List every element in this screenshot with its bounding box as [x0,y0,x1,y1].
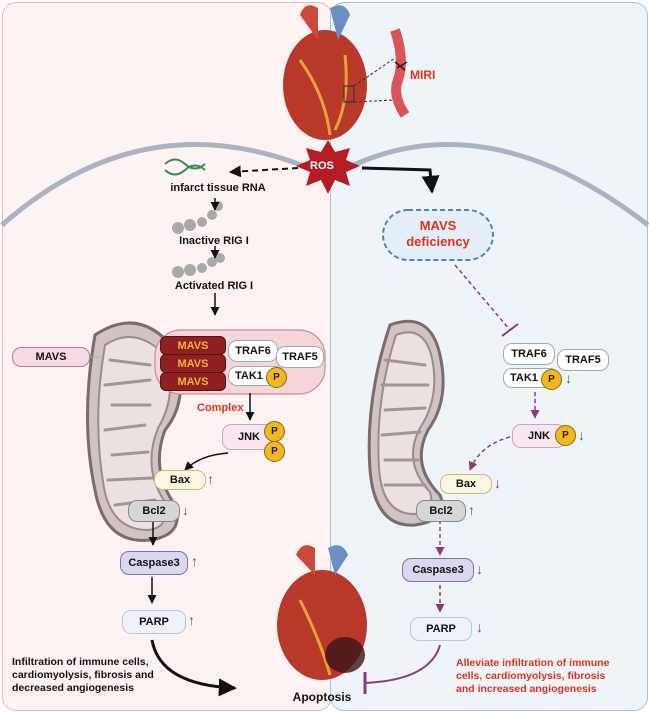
membrane-arc-right [331,142,649,227]
mavs-deficiency-label: MAVS deficiency [406,218,470,249]
caspase3-right: Caspase3 [402,558,474,582]
bcl2-left: Bcl2 [128,500,180,522]
caspase3-right-down-arrow: ↓ [476,561,483,577]
membrane-arc-left [0,142,327,227]
vessel-occlusion-icon [390,28,410,118]
right-outcome-text: Alleviate infiltration of immune cells, … [456,657,610,695]
bcl2-right: Bcl2 [416,500,466,522]
inactive-rig-label: Inactive RIG I [179,235,249,247]
mavs-deficiency-bubble [382,209,494,261]
activated-rig-icon [172,253,225,278]
traf5-left: TRAF5 [276,346,324,368]
ros-burst-icon [296,140,360,194]
miri-label: MIRI [410,68,436,82]
phospho-tak1-right: P [541,369,562,390]
traf6-left: TRAF6 [228,340,278,362]
left-outcome-text: Infiltration of immune cells, cardiomyol… [12,656,154,694]
tak1-right-down-arrow: ↓ [565,370,572,386]
phospho-jnk-right: P [555,425,576,446]
phospho-jnk-left-2: P [264,441,285,462]
mavs-aggregate-3: MAVS [160,372,226,391]
mavs-aggregate-2: MAVS [160,354,226,373]
mavs-aggregate-1: MAVS [160,336,226,355]
caspase3-left: Caspase3 [120,551,188,575]
jnk-right-down-arrow: ↓ [578,427,585,443]
bax-left-up-arrow: ↑ [207,471,214,487]
activated-rig-label: Activated RIG I [174,280,254,292]
ros-label: ROS [310,160,334,172]
bax-right: Bax [440,474,492,494]
apoptosis-label: Apoptosis [292,690,352,704]
parp-left: PARP [122,610,186,634]
parp-right-down-arrow: ↓ [476,619,483,635]
phospho-tak1-left: P [266,367,287,388]
parp-right: PARP [410,617,472,641]
bax-left: Bax [154,470,206,490]
bcl2-left-down-arrow: ↓ [182,502,189,518]
complex-label: Complex [197,402,244,414]
parp-left-up-arrow: ↑ [188,612,195,628]
inactive-rig-icon [172,201,223,234]
traf6-right: TRAF6 [503,343,555,365]
rna-helix-icon [164,158,206,176]
traf5-right: TRAF5 [557,349,609,371]
mavs-outer-membrane-pill: MAVS [12,347,90,367]
phospho-jnk-left-1: P [264,421,285,442]
bax-right-down-arrow: ↓ [494,475,501,491]
bcl2-right-up-arrow: ↑ [468,502,475,518]
heart-top-icon [283,5,396,140]
mitochondrion-right-icon [367,319,445,527]
infarct-rna-label: infarct tissue RNA [170,182,266,194]
heart-bottom-icon [277,545,367,680]
caspase3-left-up-arrow: ↑ [191,553,198,569]
